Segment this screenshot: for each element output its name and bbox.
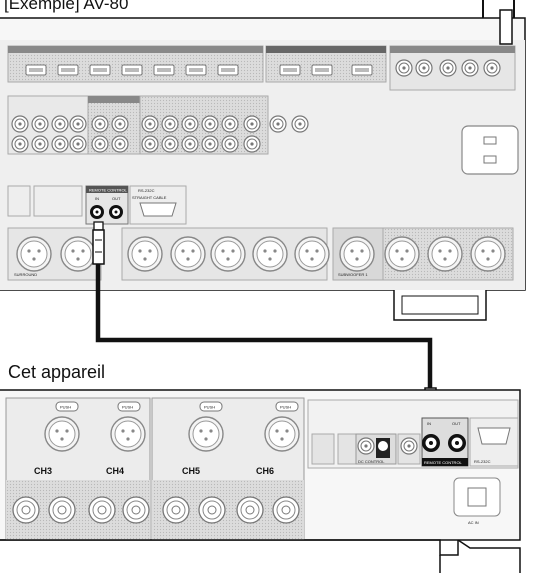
diagram-title: [Exemple] AV-80 — [4, 0, 129, 13]
amp-remote-in-label: IN — [427, 421, 431, 426]
amp-remote-out-label: OUT — [452, 421, 461, 426]
av-remote-out-label: OUT — [112, 196, 121, 201]
av-remote-in-label: IN — [95, 196, 99, 201]
av-surround-label: SURROUND — [14, 272, 37, 277]
amp-remote-in-jack[interactable] — [422, 434, 440, 452]
amplifier-panel: PUSH PUSH PUSH PUSH CH3 CH4 CH5 CH6 — [0, 389, 521, 573]
av-receiver-panel: REMOTE CONTROL IN OUT RS-232C STRAIGHT C… — [0, 0, 526, 321]
av-rs232-label: RS-232C — [138, 188, 155, 193]
av-subwoofer-label: SUBWOOFER 1 — [338, 272, 368, 277]
av-remote-in-jack[interactable] — [90, 205, 104, 219]
channel-label-ch6: CH6 — [256, 466, 274, 476]
device-subtitle: Cet appareil — [8, 362, 106, 382]
channel-label-ch5: CH5 — [182, 466, 200, 476]
push-label-ch3: PUSH — [60, 405, 71, 410]
push-label-ch5: PUSH — [204, 405, 215, 410]
amp-rs232-label: RS-232C — [474, 459, 491, 464]
av-straight-cable-label: STRAIGHT CABLE — [132, 195, 167, 200]
amp-ac-in-label: AC IN — [468, 520, 479, 525]
channel-label-ch4: CH4 — [106, 466, 124, 476]
push-label-ch6: PUSH — [280, 405, 291, 410]
channel-label-ch3: CH3 — [34, 466, 52, 476]
dc-control-label: DC CONTROL — [358, 459, 385, 464]
push-label-ch4: PUSH — [122, 405, 133, 410]
av-remote-control-label: REMOTE CONTROL — [89, 188, 128, 193]
amp-remote-control-label: REMOTE CONTROL — [424, 460, 463, 465]
av-remote-out-jack[interactable] — [109, 205, 123, 219]
amp-remote-out-jack[interactable] — [448, 434, 466, 452]
